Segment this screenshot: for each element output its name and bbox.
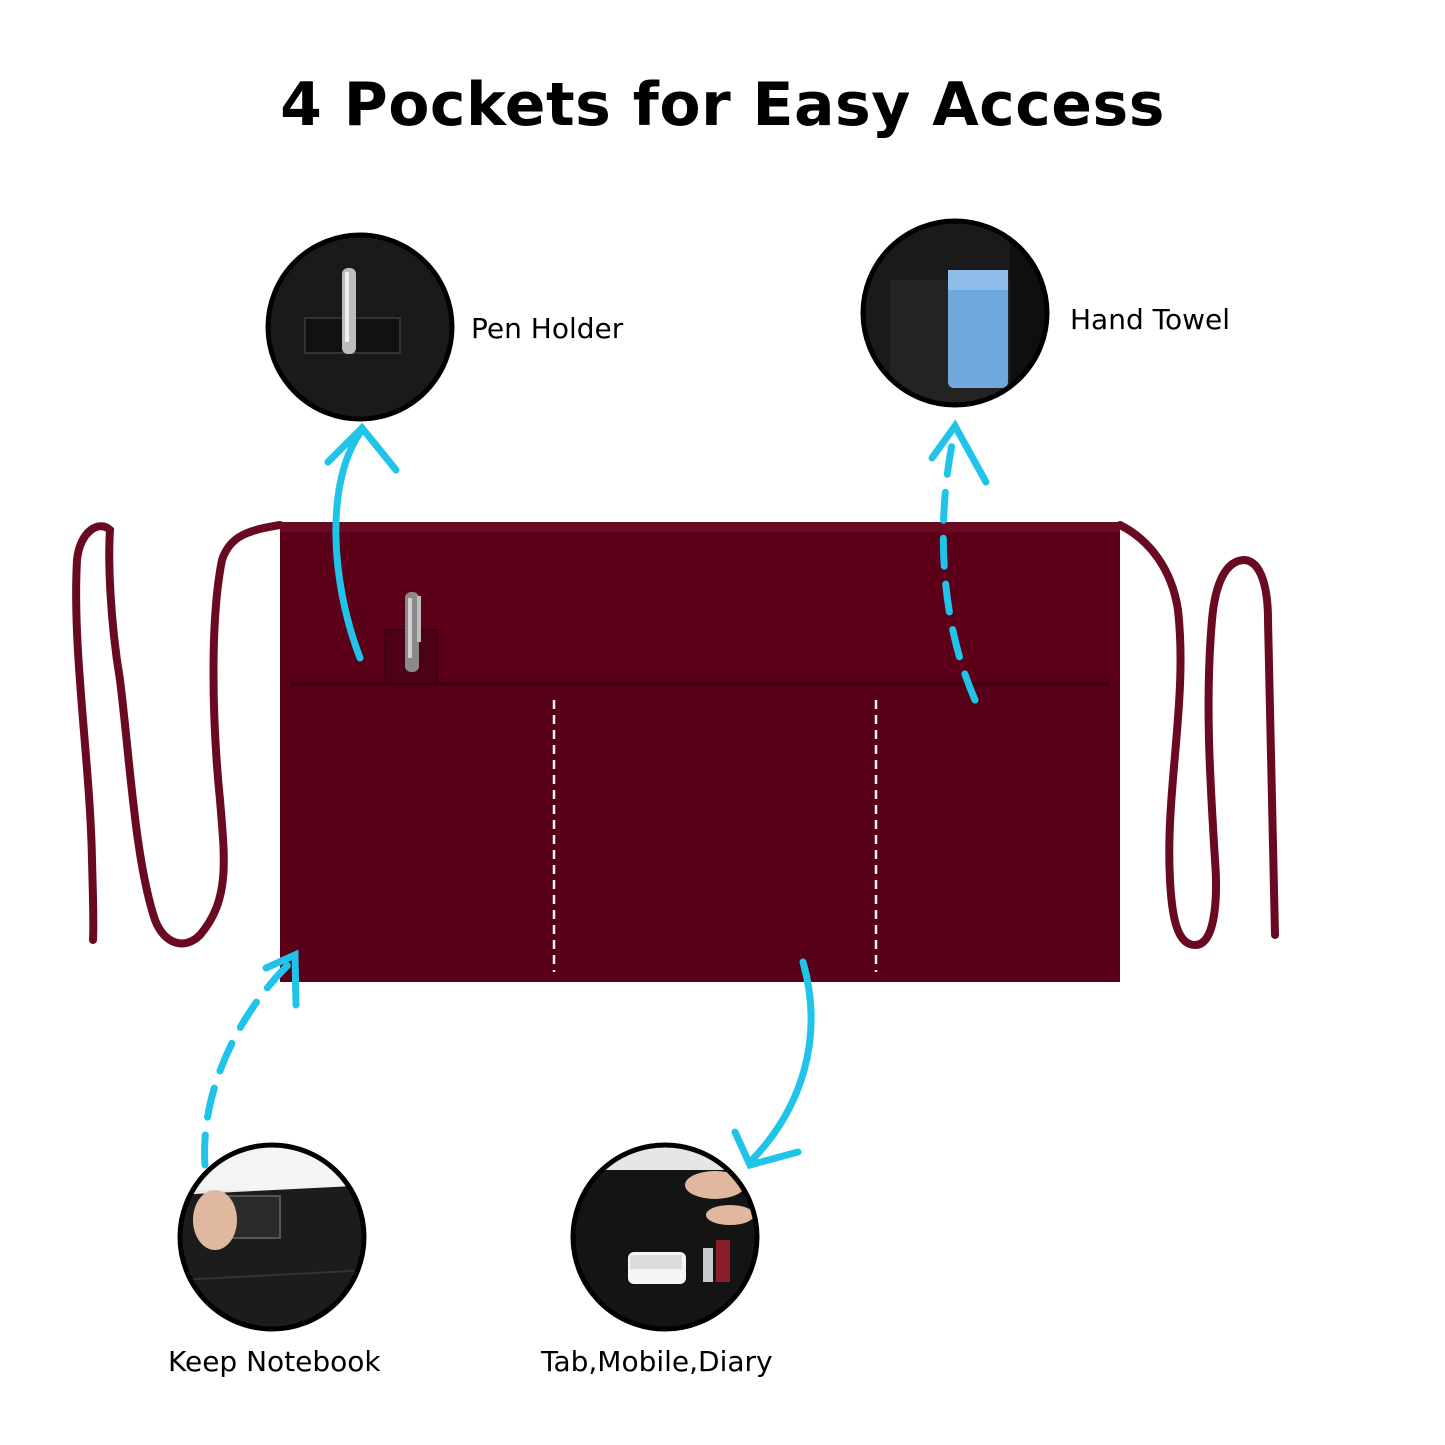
pen-icon: [405, 592, 421, 672]
callout-label-keep-notebook: Keep Notebook: [168, 1345, 381, 1378]
callout-label-pen-holder: Pen Holder: [471, 312, 624, 345]
page-title: 4 Pockets for Easy Access: [280, 70, 1165, 140]
callout-label-hand-towel: Hand Towel: [1070, 303, 1231, 336]
arrow-pen-holder: [324, 422, 400, 662]
apron-tie-left: [72, 521, 284, 948]
apron-tie-right: [1116, 521, 1279, 950]
arrow-tab-mobile: [731, 958, 815, 1170]
notebook-pocket-closeup-icon: [177, 1142, 367, 1332]
hand-towel-closeup-icon: [860, 218, 1050, 408]
arrow-keep-notebook: [201, 949, 300, 1169]
apron-body: [280, 522, 1120, 982]
phone-pocket-closeup-icon: [570, 1142, 760, 1332]
arrow-hand-towel: [928, 419, 990, 704]
callout-label-tab-mobile-diary: Tab,Mobile,Diary: [541, 1345, 773, 1378]
pen-holder-closeup-icon: [265, 232, 455, 422]
